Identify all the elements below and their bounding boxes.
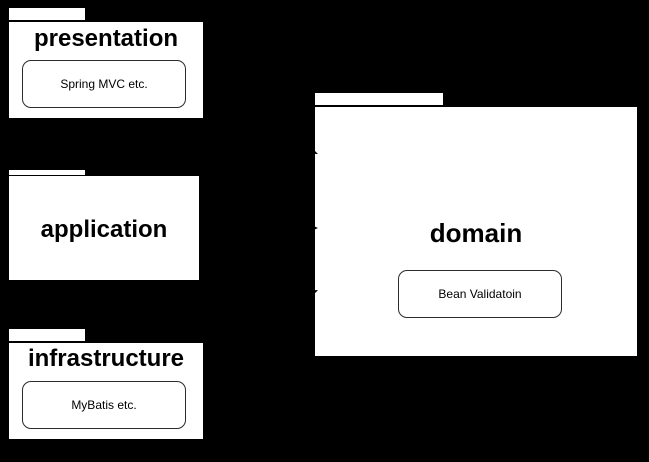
package-tab-presentation (8, 7, 86, 21)
component-label-spring-mvc: Spring MVC etc. (60, 77, 148, 91)
package-title-presentation: presentation (33, 25, 179, 52)
component-spring-mvc[interactable]: Spring MVC etc. (22, 60, 186, 108)
dependency-infrastructure-to-domain (203, 290, 318, 376)
component-label-mybatis: MyBatis etc. (71, 398, 137, 412)
dependency-presentation-to-domain (203, 94, 318, 154)
package-title-infrastructure: infrastructure (27, 345, 185, 372)
package-tab-domain (314, 92, 444, 106)
package-tab-infrastructure (8, 328, 86, 342)
package-title-application: application (40, 216, 168, 243)
component-bean-validation[interactable]: Bean Validatoin (398, 270, 562, 318)
component-mybatis[interactable]: MyBatis etc. (22, 381, 186, 429)
component-label-bean-validation: Bean Validatoin (438, 287, 522, 301)
dependency-application-to-domain (200, 221, 318, 235)
package-title-domain: domain (429, 218, 523, 248)
package-body-application (8, 175, 200, 281)
